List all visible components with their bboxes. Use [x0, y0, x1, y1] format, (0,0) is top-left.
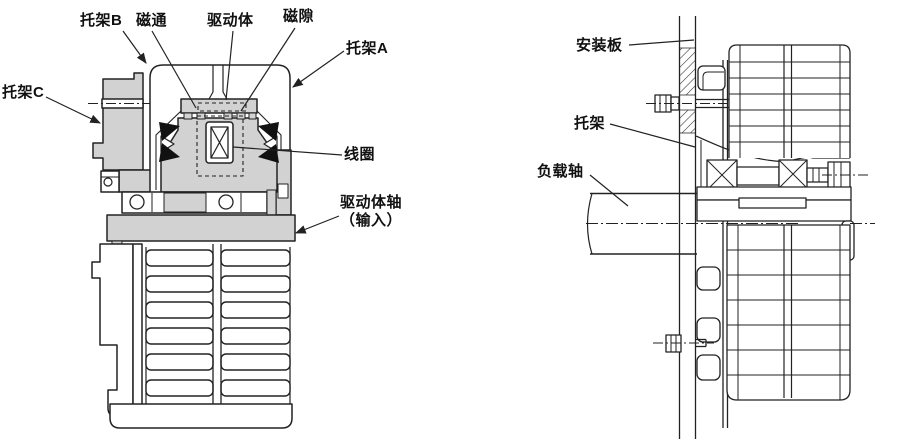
leader-bracket-a	[292, 50, 345, 88]
leader-drive-body	[225, 30, 234, 101]
plate-hatch-lower	[679, 109, 696, 134]
finned-wheel-upper	[728, 44, 851, 158]
drive-body-dashed	[197, 102, 247, 112]
screw-head	[103, 177, 113, 187]
mounting-bolt-bottom	[653, 334, 714, 353]
side-plate	[132, 243, 143, 418]
bracket-tab-top	[697, 65, 726, 91]
right-side-view	[586, 16, 875, 439]
leader-bracket-b	[122, 30, 147, 64]
leader-lines	[45, 27, 696, 234]
label-drive-shaft-line2: （输入）	[340, 212, 403, 229]
leader-bracket	[609, 123, 696, 148]
label-mounting-plate: 安装板	[576, 37, 623, 54]
drive-shaft-flange	[106, 214, 296, 249]
left-section-view	[88, 64, 296, 429]
label-magnetic-gap: 磁隙	[283, 8, 315, 25]
bracket-tab-2	[696, 317, 721, 343]
label-magnetic-flux: 磁通	[136, 12, 168, 29]
label-drive-shaft-line1: 驱动体轴	[340, 194, 403, 211]
leader-load-shaft	[589, 174, 629, 207]
hub-keyway	[738, 197, 807, 209]
label-bracket-c: 托架C	[2, 84, 45, 101]
label-bracket: 托架	[574, 115, 606, 132]
v-groove-wedges	[159, 122, 279, 163]
load-shaft	[586, 192, 875, 255]
leader-drive-shaft	[294, 215, 340, 234]
coil	[205, 121, 234, 164]
label-drive-body: 驱动体	[207, 12, 254, 29]
plate-hatch-upper	[679, 47, 696, 96]
ball-bearing-left	[129, 194, 145, 210]
leader-bracket-c	[45, 96, 101, 124]
bearing-assembly	[706, 159, 868, 191]
bracket-tab-3	[696, 354, 721, 381]
shaft-break-line	[586, 193, 593, 255]
magnetic-flux-path	[196, 115, 244, 177]
finned-wheel-lower	[726, 224, 851, 401]
bearings	[121, 189, 277, 216]
mounting-plate	[678, 16, 697, 439]
leader-mounting-plate	[628, 39, 695, 46]
leader-coil	[232, 146, 343, 156]
leader-magnetic-flux	[151, 30, 197, 109]
label-drive-shaft: 驱动体轴 （输入）	[340, 194, 402, 230]
rotor-bottom-cap	[109, 403, 293, 429]
ball-bearing-right	[218, 194, 234, 210]
label-load-shaft: 负载轴	[537, 163, 584, 180]
cooling-fins	[91, 243, 293, 429]
label-bracket-a: 托架A	[346, 40, 389, 57]
label-bracket-b: 托架B	[80, 12, 123, 29]
side-block	[91, 243, 134, 417]
bracket-tab-1	[696, 266, 721, 291]
end-cap	[100, 170, 120, 193]
leader-magnetic-gap	[240, 27, 296, 112]
bracket-c-block	[88, 72, 152, 171]
label-coil: 线圈	[344, 146, 376, 163]
